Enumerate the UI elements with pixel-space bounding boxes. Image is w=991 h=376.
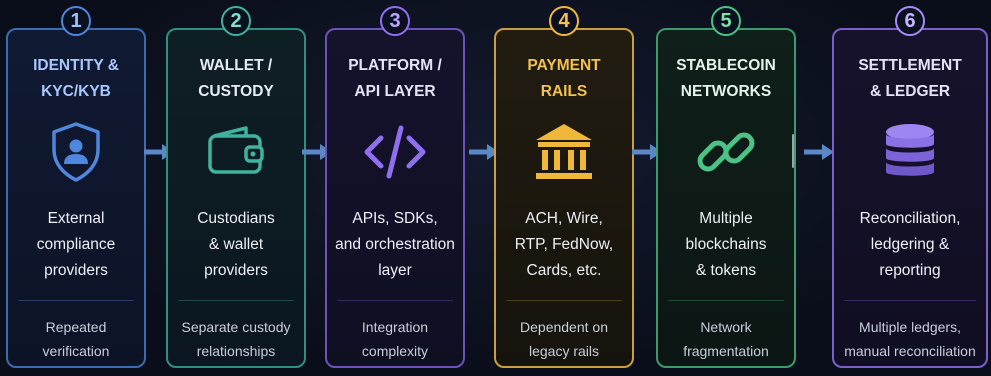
- divider: [668, 300, 784, 301]
- step-number-badge: 4: [549, 6, 579, 36]
- step-card: PLATFORM / API LAYER APIs, SDKs, and orc…: [325, 28, 465, 368]
- step-note: Repeated verification: [42, 319, 110, 359]
- step-title: IDENTITY & KYC/KYB: [33, 57, 119, 100]
- shield-user-icon: [52, 122, 100, 182]
- step-note: Separate custody relationships: [181, 319, 291, 359]
- step-description: Custodians & wallet providers: [197, 210, 275, 279]
- step-title: SETTLEMENT & LEDGER: [858, 57, 962, 100]
- step-description: ACH, Wire, RTP, FedNow, Cards, etc.: [514, 210, 614, 279]
- divider: [844, 300, 976, 301]
- step-number-badge: 6: [895, 6, 925, 36]
- step-title: STABLECOIN NETWORKS: [676, 57, 776, 100]
- step-number-badge: 1: [61, 6, 91, 36]
- step-payment-rails: PAYMENT RAILS ACH, Wire, RTP, FedNow, Ca…: [494, 0, 634, 376]
- step-stablecoin-networks: STABLECOIN NETWORKS Multiple blockchains…: [656, 0, 796, 376]
- step-description: APIs, SDKs, and orchestration layer: [335, 210, 455, 279]
- step-card: WALLET / CUSTODY Custodians & wallet pro…: [166, 28, 306, 368]
- step-number-badge: 2: [221, 6, 251, 36]
- step-card: PAYMENT RAILS ACH, Wire, RTP, FedNow, Ca…: [494, 28, 634, 368]
- step-title: WALLET / CUSTODY: [198, 57, 274, 100]
- step-card: SETTLEMENT & LEDGER Reconciliation, ledg…: [832, 28, 988, 368]
- divider: [18, 300, 134, 301]
- chain-link-icon: [697, 132, 755, 172]
- divider: [178, 300, 294, 301]
- step-note: Multiple ledgers, manual reconciliation: [844, 319, 976, 359]
- step-identity-kyc: IDENTITY & KYC/KYB External compliance p…: [6, 0, 146, 376]
- step-card: STABLECOIN NETWORKS Multiple blockchains…: [656, 28, 796, 368]
- step-settlement-ledger: SETTLEMENT & LEDGER Reconciliation, ledg…: [832, 0, 988, 376]
- step-number-badge: 5: [711, 6, 741, 36]
- database-icon: [886, 124, 934, 176]
- step-note: Integration complexity: [361, 319, 429, 359]
- step-description: Multiple blockchains & tokens: [685, 210, 767, 279]
- arrow-right-icon: [469, 144, 499, 160]
- step-wallet-custody: WALLET / CUSTODY Custodians & wallet pro…: [166, 0, 306, 376]
- step-title: PLATFORM / API LAYER: [348, 57, 442, 100]
- arrow-right-icon: [804, 144, 834, 160]
- wallet-icon: [208, 126, 264, 174]
- divider: [337, 300, 453, 301]
- step-card: IDENTITY & KYC/KYB External compliance p…: [6, 28, 146, 368]
- step-note: Network fragmentation: [683, 319, 769, 359]
- step-number-badge: 3: [380, 6, 410, 36]
- separator-tick: [792, 134, 794, 168]
- step-description: Reconciliation, ledgering & reporting: [859, 210, 961, 279]
- step-note: Dependent on legacy rails: [520, 319, 608, 359]
- code-brackets-icon: [364, 125, 426, 179]
- divider: [506, 300, 622, 301]
- step-title: PAYMENT RAILS: [527, 57, 601, 100]
- bank-icon: [536, 124, 592, 179]
- step-platform-api: PLATFORM / API LAYER APIs, SDKs, and orc…: [325, 0, 465, 376]
- step-description: External compliance providers: [36, 210, 116, 279]
